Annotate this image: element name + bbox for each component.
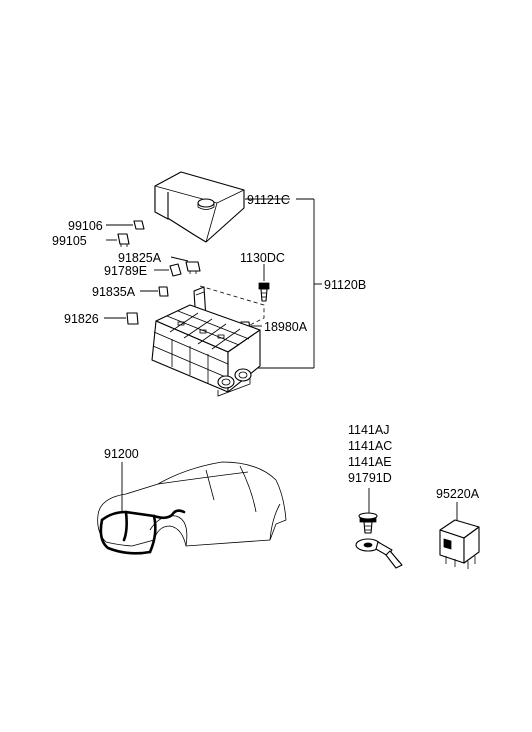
- label-91791d: 91791D: [348, 471, 392, 485]
- label-99106: 99106: [68, 219, 103, 233]
- label-91120b: 91120B: [324, 278, 366, 292]
- label-91789e: 91789E: [104, 264, 147, 278]
- label-91825a: 91825A: [118, 251, 162, 265]
- label-1141ae: 1141AE: [348, 455, 392, 469]
- fuse-91826[interactable]: [104, 312, 139, 325]
- bracket-leaders: [245, 198, 322, 369]
- label-91200: 91200: [104, 447, 139, 461]
- label-1141aj: 1141AJ: [348, 423, 389, 437]
- main-wiring-harness[interactable]: [99, 462, 186, 555]
- label-91826: 91826: [64, 312, 99, 326]
- label-91121c: 91121C: [247, 193, 290, 207]
- label-91835a: 91835A: [92, 285, 136, 299]
- fuse-91835a[interactable]: [140, 286, 169, 297]
- label-95220a: 95220A: [436, 487, 480, 501]
- ground-cable[interactable]: [355, 538, 403, 569]
- ground-bolt[interactable]: [358, 512, 378, 534]
- fuse-box-body[interactable]: [151, 286, 261, 397]
- relay-95220a[interactable]: [439, 519, 480, 569]
- vehicle-outline: [97, 461, 287, 547]
- label-1141ac: 1141AC: [348, 439, 392, 453]
- fuse-box-cover[interactable]: [154, 171, 245, 243]
- bolt-guide-line: [199, 285, 265, 331]
- fuse-99105[interactable]: [106, 233, 130, 247]
- fuse-91789e[interactable]: [154, 263, 182, 277]
- fuse-99106[interactable]: [106, 220, 145, 230]
- label-18980a: 18980A: [264, 320, 308, 334]
- bolt-1130dc[interactable]: [258, 264, 270, 302]
- label-1130dc: 1130DC: [240, 251, 285, 265]
- label-99105: 99105: [52, 234, 87, 248]
- fuse-91825a[interactable]: [170, 256, 201, 274]
